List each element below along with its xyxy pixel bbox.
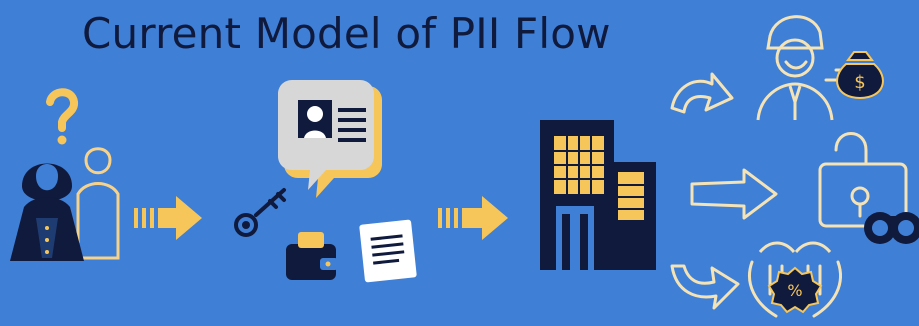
user-icon [10,147,120,261]
id-card-icon [278,80,382,198]
discount-badge-icon: % [767,266,823,314]
dollar-sign-icon: $ [854,72,865,93]
key-icon [234,188,286,237]
diagram-title: Current Model of PII Flow [82,9,611,58]
curved-arrow-icon [670,72,734,114]
money-bag-icon: $ [836,51,884,100]
wallet-icon [286,232,338,280]
dashed-arrow-icon [438,196,508,240]
binoculars-icon [864,212,919,244]
straight-arrow-icon [690,168,778,220]
document-icon [359,219,417,283]
building-icon [540,120,656,270]
percent-sign-icon: % [787,281,802,300]
dashed-arrow-icon [134,196,202,240]
question-mark-icon [46,88,78,145]
curved-arrow-icon [670,264,740,310]
unlocked-padlock-icon [818,132,908,228]
businessman-icon [756,15,844,121]
